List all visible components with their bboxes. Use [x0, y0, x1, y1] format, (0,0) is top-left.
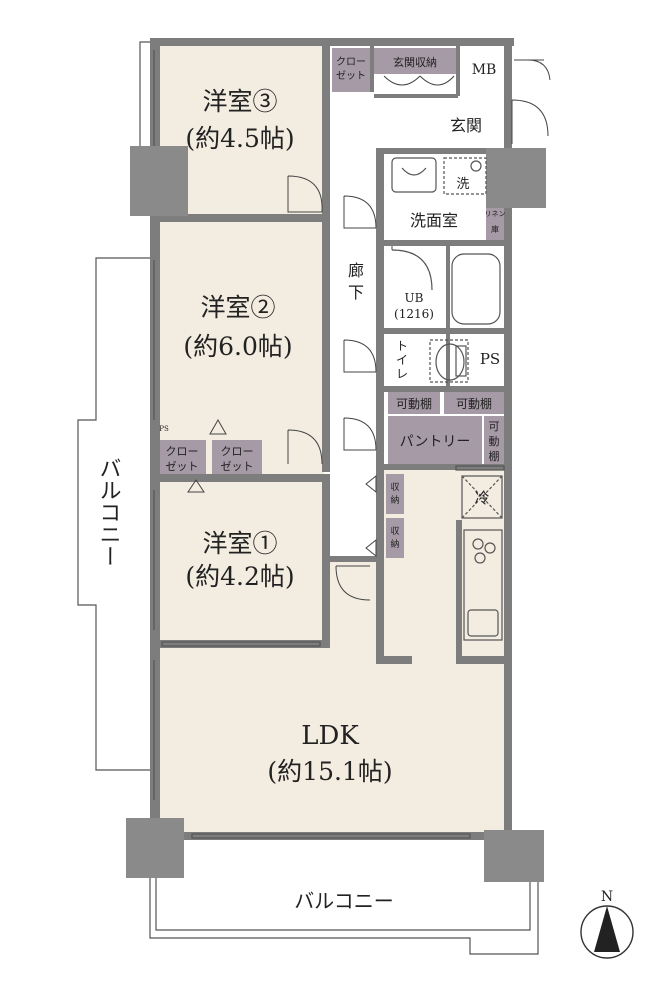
- storage-a-label-1: 収: [390, 481, 399, 493]
- ps-right-label: PS: [480, 350, 500, 368]
- pillar-right: [486, 148, 546, 208]
- shelf-vertical-label-1: 可: [489, 420, 500, 433]
- shelf-vertical-label-2: 動: [489, 434, 500, 448]
- bedroom-3-size: (約4.5帖): [185, 124, 294, 153]
- linen-label-2: 庫: [491, 224, 499, 234]
- closet-right-label-2: ゼット: [221, 460, 254, 473]
- storage-b-label-2: 納: [390, 538, 399, 550]
- corridor-floor: [330, 46, 384, 560]
- walls: [150, 38, 514, 840]
- washroom-label: 洗面室: [410, 211, 458, 230]
- closet-left-label-2: ゼット: [166, 460, 199, 473]
- shelf-vertical-label-3: 棚: [489, 449, 500, 463]
- wash-mark-label: 洗: [456, 177, 469, 192]
- bedroom-3-floor: [160, 46, 330, 216]
- shelf-2-label: 可動棚: [456, 396, 492, 411]
- closet-right-label-1: クロー: [221, 445, 254, 458]
- ldk-size: (約15.1帖): [267, 757, 392, 786]
- closet-top-label-1: クロー: [336, 56, 366, 68]
- shelf-2-block: [444, 392, 504, 414]
- closet-right: [212, 440, 262, 476]
- north-label: N: [601, 889, 613, 905]
- bedroom-2-floor: [160, 222, 324, 474]
- pillar-top-left: [130, 146, 188, 216]
- closet-left: [158, 440, 206, 476]
- pillar-bottom-right: [484, 830, 544, 882]
- pillar-bottom-left: [126, 818, 184, 878]
- ub-label-1: UB: [405, 291, 424, 305]
- bedroom-1-size: (約4.2帖): [185, 562, 294, 591]
- storage-a-label-2: 納: [390, 494, 399, 506]
- ldk-name: LDK: [301, 721, 359, 751]
- entrance-label: 玄関: [450, 116, 482, 135]
- shelf-1-label: 可動棚: [396, 396, 432, 411]
- storage-b-label-1: 収: [390, 525, 399, 537]
- storage-a-block: [386, 474, 404, 514]
- shelf-vertical-block: [484, 416, 504, 464]
- bedroom-1-name: 洋室①: [202, 529, 277, 558]
- fixtures: [153, 50, 505, 839]
- toilet-label-1: ト: [396, 339, 408, 353]
- north-compass: N: [580, 889, 634, 959]
- closet-top-label-2: ゼット: [336, 70, 366, 82]
- balcony-bottom-label: バルコニー: [294, 889, 394, 913]
- doors: [187, 59, 551, 601]
- toilet-label-2: イ: [396, 353, 408, 367]
- mb-label: MB: [472, 62, 497, 78]
- pantry-label: パントリー: [400, 434, 471, 450]
- closet-top: [332, 48, 370, 92]
- bedroom-1-floor: [160, 482, 324, 640]
- balcony-left-label: バルコニー: [96, 457, 121, 567]
- storage-b-block: [386, 518, 404, 558]
- bedroom-2-name: 洋室②: [200, 293, 275, 322]
- corridor-label-2: 下: [348, 283, 364, 302]
- bedroom-3-name: 洋室③: [202, 87, 277, 116]
- linen-label-1: リネン: [485, 210, 506, 218]
- pantry-block: [388, 416, 482, 464]
- closet-left-label-1: クロー: [166, 445, 199, 458]
- corridor-label-1: 廊: [348, 261, 364, 280]
- ub-label-2: (1216): [394, 307, 434, 321]
- ps-small-label: PS: [159, 425, 169, 433]
- ldk-floor: [158, 470, 508, 832]
- shelf-1-block: [388, 392, 440, 414]
- fridge-label: 冷: [474, 489, 489, 507]
- toilet-label-3: レ: [396, 367, 408, 381]
- entrance-storage: [374, 48, 456, 74]
- entrance-storage-label: 玄関収納: [393, 55, 437, 69]
- bedroom-2-size: (約6.0帖): [183, 332, 292, 361]
